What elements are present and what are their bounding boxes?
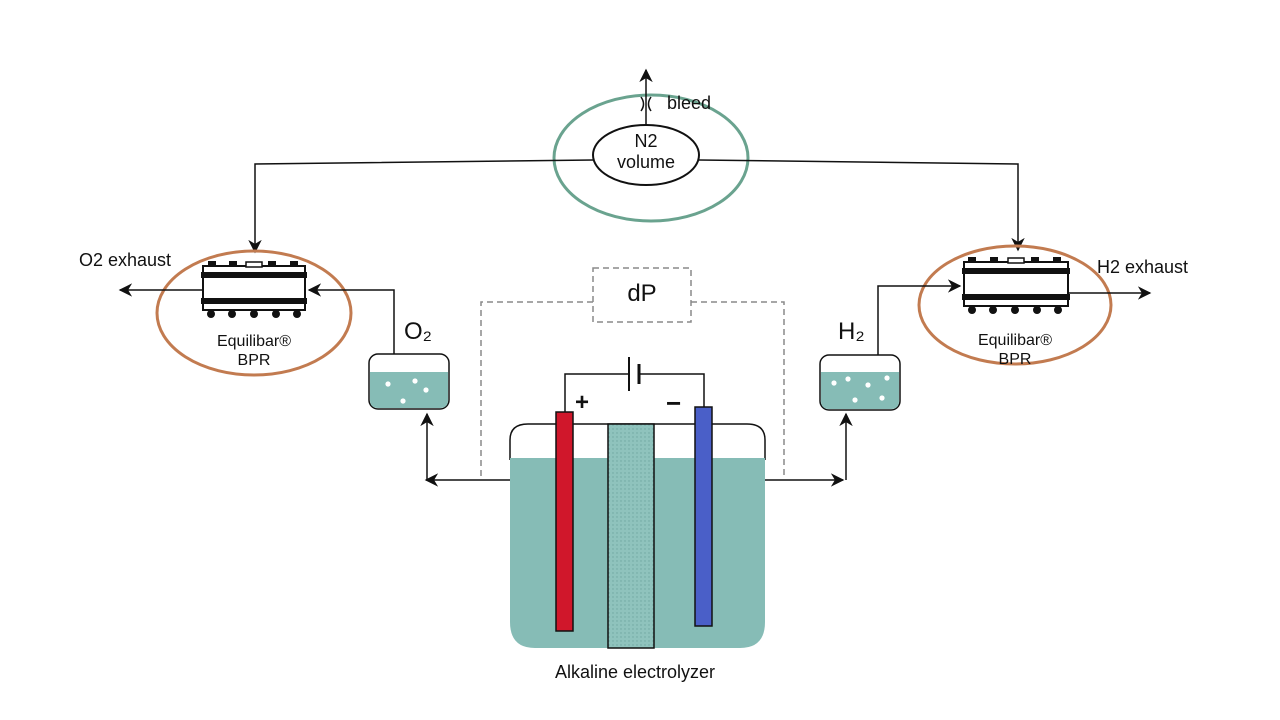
n2-highlight-ellipse [552, 93, 750, 223]
minus-sign: − [666, 388, 682, 418]
bpr-left-brand: Equilibar® [216, 333, 292, 350]
bpr-right-type: BPR [998, 351, 1032, 368]
n2-line-left [248, 159, 594, 254]
diaphragm [607, 423, 655, 649]
bpr-left-highlight-ellipse [155, 249, 353, 377]
anode-wire [564, 373, 629, 412]
h2-line-to-bpr [877, 279, 962, 355]
o2-label: O₂ [404, 318, 432, 345]
h2-label: H₂ [838, 318, 865, 345]
dp-label: dP [627, 280, 657, 307]
n2-line-right [698, 159, 1025, 252]
bpr-left-type: BPR [237, 352, 271, 369]
bleed-orifice-icon [640, 96, 652, 112]
cathode-wire [639, 373, 705, 407]
h2-exhaust-label: H2 exhaust [1097, 257, 1189, 277]
bpr-right-icon [962, 257, 1070, 314]
dp-box [592, 267, 692, 323]
volume-label: volume [616, 152, 676, 172]
bpr-left-icon [201, 261, 307, 318]
n2-label: N2 [634, 131, 658, 151]
bpr-right-label: Equilibar® BPR [955, 331, 1075, 369]
bleed-label: bleed [667, 93, 712, 113]
o2-separator-tank [368, 353, 450, 410]
dp-sense-line-left [480, 301, 593, 478]
anode [555, 411, 574, 632]
cathode [694, 406, 713, 627]
plus-sign: + [575, 389, 590, 416]
h2-separator-tank [819, 354, 901, 411]
bpr-right-highlight-ellipse [917, 244, 1113, 366]
n2-volume-label: N2 volume [596, 131, 696, 173]
bpr-right-brand: Equilibar® [977, 332, 1053, 349]
o2-exhaust-label: O2 exhaust [79, 250, 172, 270]
dp-sense-line-right [691, 301, 785, 478]
bpr-left-label: Equilibar® BPR [194, 332, 314, 370]
electrolyzer-label: Alkaline electrolyzer [554, 662, 716, 682]
o2-line-to-bpr [307, 283, 395, 354]
